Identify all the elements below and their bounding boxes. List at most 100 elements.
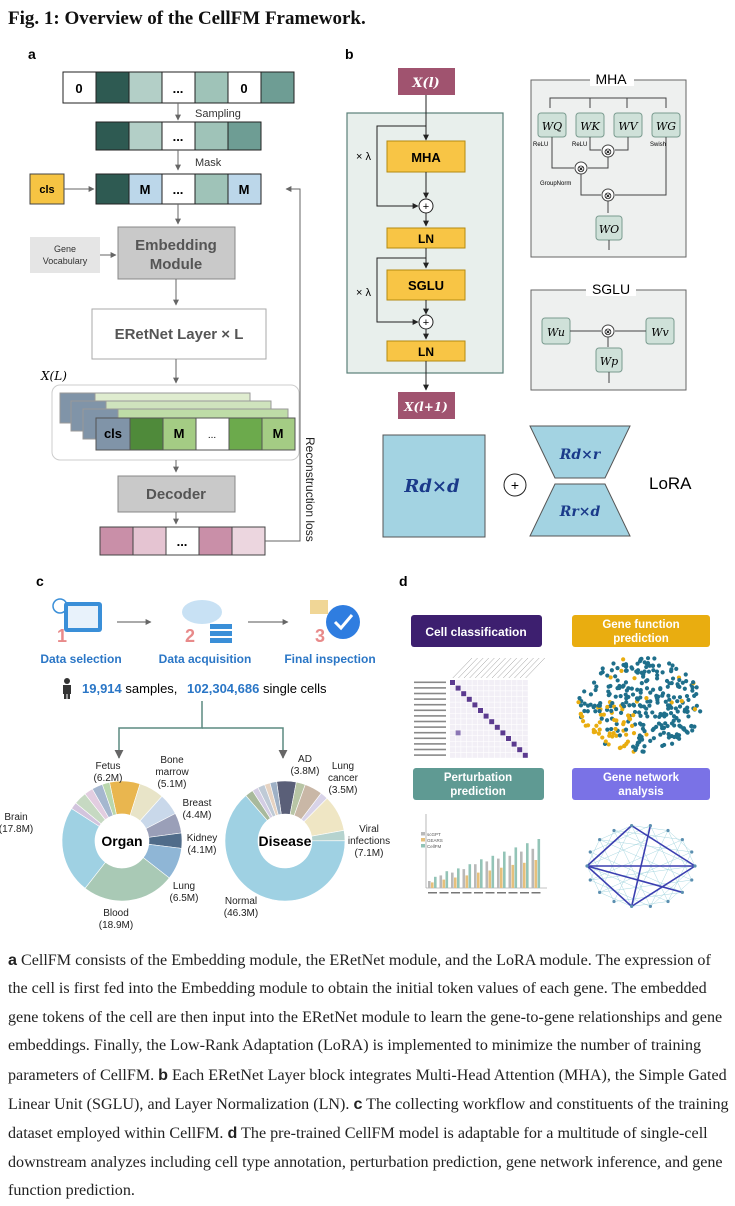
network-strong-edge xyxy=(586,825,633,867)
matrix-cell xyxy=(500,752,506,758)
organ-label-blood: Blood xyxy=(103,908,129,919)
matrix-cell xyxy=(500,713,506,719)
matrix-cell xyxy=(461,719,467,725)
scatter-point xyxy=(637,703,643,708)
matrix-cell xyxy=(522,708,528,713)
network-strong-edge xyxy=(586,865,683,894)
gene-vocabulary-box xyxy=(30,237,100,273)
svg-text:⊗: ⊗ xyxy=(604,147,612,158)
plus-sign: + xyxy=(423,201,429,213)
network-node xyxy=(648,904,652,908)
sglu-label: SGLU xyxy=(408,278,444,293)
matrix-cell xyxy=(483,680,489,685)
matrix-cell xyxy=(483,724,489,730)
matrix-cell xyxy=(494,708,500,713)
scatter-point xyxy=(675,709,680,714)
scatter-point xyxy=(669,700,674,705)
scatter-point xyxy=(685,730,690,735)
scatter-point xyxy=(690,688,695,693)
matrix-cell xyxy=(450,680,455,685)
panel-a: a 0 ... 0 Sampling ... Mask xyxy=(28,46,317,556)
bar-scgpt xyxy=(431,882,434,888)
panel-c: c 1 2 3 Data selection Data acquisition … xyxy=(0,573,390,931)
matrix-cell xyxy=(494,702,500,708)
scatter-point xyxy=(599,716,604,721)
scatter-point xyxy=(607,733,612,738)
matrix-cell xyxy=(472,741,478,747)
network-edge xyxy=(631,825,669,902)
wq-label: WQ xyxy=(542,120,562,133)
matrix-cell xyxy=(522,741,528,747)
matrix-cell xyxy=(494,685,500,691)
bar-scgpt xyxy=(523,862,526,888)
scatter-point xyxy=(635,687,640,692)
scatter-point xyxy=(690,728,695,733)
matrix-cell xyxy=(494,724,500,730)
matrix-cell xyxy=(522,680,528,685)
scatter-point xyxy=(631,713,636,718)
matrix-cell xyxy=(500,696,506,702)
matrix-row-tick xyxy=(414,681,446,684)
scatter-point xyxy=(648,699,653,704)
step-data-selection: Data selection xyxy=(40,652,121,666)
scatter-point xyxy=(652,656,657,661)
scatter-point xyxy=(608,683,613,689)
matrix-cell xyxy=(489,713,495,719)
matrix-cell xyxy=(489,685,495,691)
scatter-point xyxy=(583,723,588,728)
matrix-cell xyxy=(500,719,506,725)
matrix-row-tick xyxy=(414,692,446,695)
matrix-column-tick xyxy=(469,657,489,679)
scatter-point xyxy=(609,708,614,713)
swish-label: Swish xyxy=(650,142,666,148)
scatter-point xyxy=(591,727,596,732)
zero-token: 0 xyxy=(75,81,82,96)
scatter-point xyxy=(645,699,650,704)
caption-panel-letter: c xyxy=(353,1095,363,1114)
matrix-cell xyxy=(494,736,500,741)
matrix-cell xyxy=(472,696,478,702)
scatter-point xyxy=(683,672,688,677)
scatter-point xyxy=(621,657,626,662)
dataset-stats: 19,914 samples, 102,304,686 single cells xyxy=(82,681,327,696)
scatter-point xyxy=(617,685,622,691)
scatter-point xyxy=(645,661,651,666)
matrix-cell xyxy=(461,730,467,736)
gene-vocabulary-label: Gene xyxy=(54,244,76,254)
matrix-cell xyxy=(483,736,489,741)
scatter-point xyxy=(645,714,650,719)
scatter-point xyxy=(673,706,678,711)
bar-gears xyxy=(439,875,443,888)
scatter-point xyxy=(664,712,669,717)
scatter-point xyxy=(633,747,638,752)
wo-label: WO xyxy=(599,223,619,236)
matrix-cell xyxy=(506,696,511,702)
perturbation-bar-chart: scGPT GEARS CellFM xyxy=(421,814,547,894)
matrix-cell xyxy=(494,730,500,736)
matrix-cell xyxy=(450,685,455,691)
disease-label-normal: Normal xyxy=(225,896,257,907)
ln-label: LN xyxy=(418,345,434,359)
matrix-cell xyxy=(450,691,455,697)
matrix-cell xyxy=(522,702,528,708)
caption-panel-letter: d xyxy=(227,1124,238,1143)
scatter-point xyxy=(674,666,679,671)
matrix-cell xyxy=(489,719,495,725)
matrix-cell xyxy=(461,713,467,719)
network-edge xyxy=(613,830,651,907)
matrix-cell xyxy=(500,747,506,753)
matrix-cell xyxy=(506,685,511,691)
matrix-column-tick xyxy=(480,657,501,679)
scatter-point xyxy=(626,713,631,718)
plus-sign: + xyxy=(423,317,429,329)
matrix-cell xyxy=(450,702,455,708)
scatter-point xyxy=(676,683,681,688)
scatter-point xyxy=(684,693,690,699)
sglu-detail: SGLU Wu Wv ⊗ Wp xyxy=(530,281,687,391)
scatter-point xyxy=(635,661,640,666)
network-edge xyxy=(613,825,651,902)
bar-scgpt xyxy=(511,864,515,888)
scatter-point xyxy=(643,710,648,716)
scatter-point xyxy=(641,672,646,677)
wg-label: WG xyxy=(656,120,676,133)
